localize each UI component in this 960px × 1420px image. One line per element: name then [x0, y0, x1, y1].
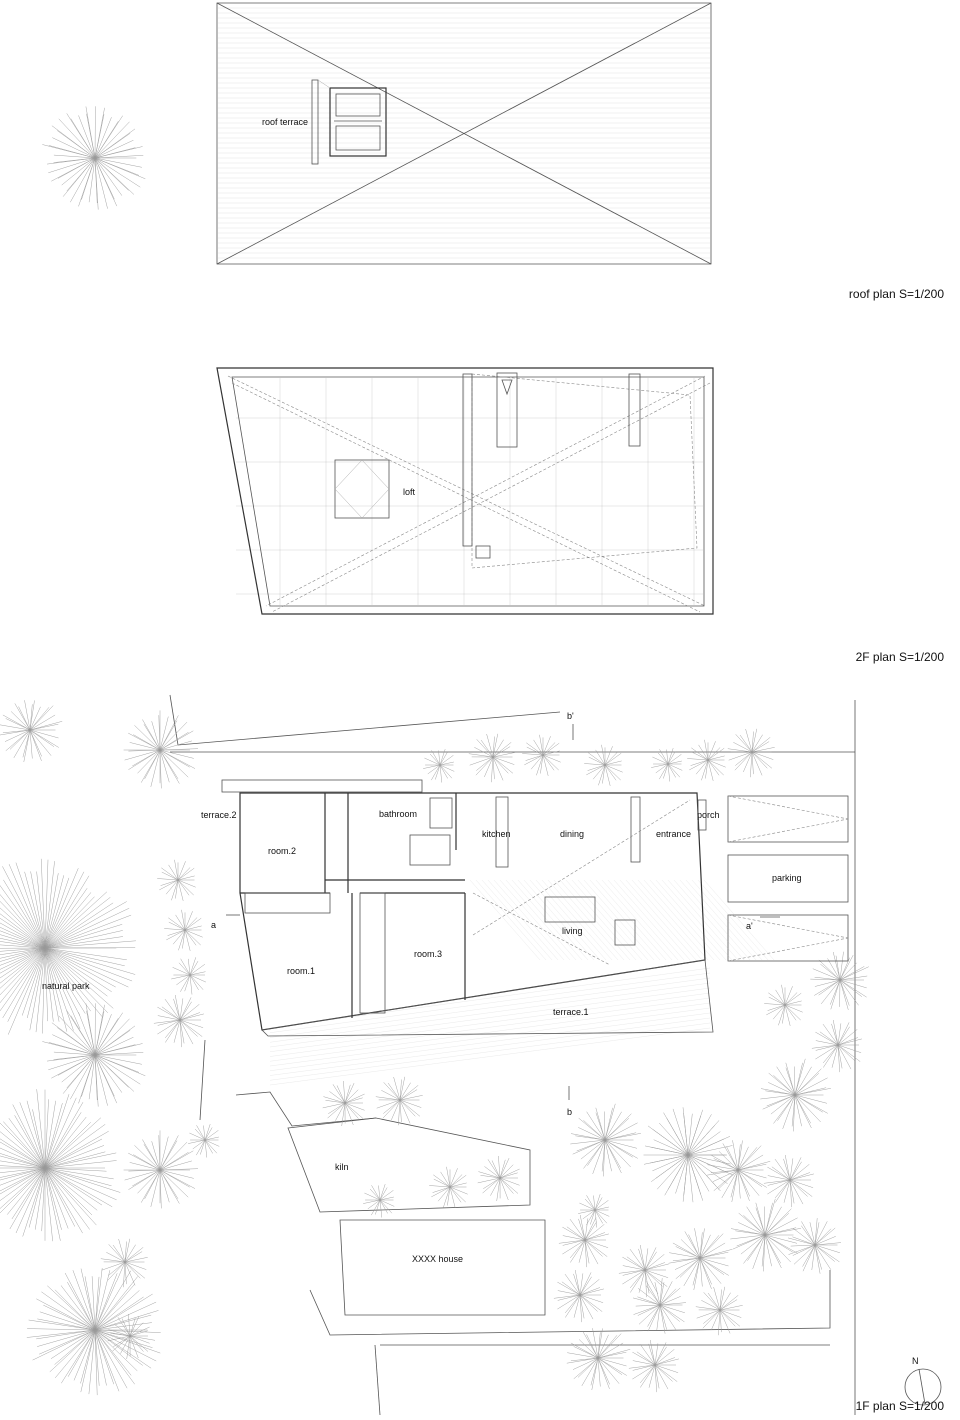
site-boundary [169, 694, 856, 1416]
first-floor-plan: terrace.2 room.2 bathroom kitchen dining… [0, 106, 945, 1416]
living-label: living [562, 926, 583, 936]
loft-grid [236, 378, 703, 605]
north-arrow [904, 1368, 942, 1406]
terrace2-label: terrace.2 [201, 810, 237, 820]
brace-diagonal [265, 375, 706, 607]
house-label: XXXX house [412, 1254, 463, 1264]
roof-hatch [218, 7, 710, 259]
column-void [628, 373, 641, 447]
terrace1-deck [261, 959, 714, 1037]
entrance-label: entrance [656, 829, 691, 839]
kitchen-label: kitchen [482, 829, 511, 839]
second-floor-plan: loft 2F plan S=1/200 [216, 367, 945, 664]
section-mark-a-prime: a' [746, 921, 753, 931]
roof-terrace-opening [311, 79, 387, 165]
section-mark-b: b [567, 1107, 572, 1117]
kiln-label: kiln [335, 1162, 349, 1172]
site-trees [0, 106, 869, 1396]
second-floor-outer-wall [216, 367, 714, 615]
room1-label: room.1 [287, 966, 315, 976]
parking-area [727, 795, 849, 962]
room3-label: room.3 [414, 949, 442, 959]
skylight-hip [334, 459, 390, 519]
brace-diagonal [227, 375, 706, 607]
second-floor-inner-wall [231, 376, 705, 607]
bathroom-label: bathroom [379, 809, 417, 819]
brace-diagonal [231, 382, 701, 613]
roof-ridge-diagonal [216, 2, 712, 265]
roof-plan-caption: roof plan S=1/200 [849, 287, 944, 301]
room2-label: room.2 [268, 846, 296, 856]
loft-edge [462, 373, 473, 547]
second-floor-caption: 2F plan S=1/200 [856, 650, 945, 664]
loft-stair [475, 545, 491, 559]
void-outline [471, 373, 698, 569]
roof-terrace-label: roof terrace [262, 117, 308, 127]
north-arrow-label: N [912, 1356, 919, 1366]
first-floor-caption: 1F plan S=1/200 [856, 1399, 945, 1413]
terrace1-label: terrace.1 [553, 1007, 589, 1017]
loft-label: loft [403, 487, 416, 497]
parking-label: parking [772, 873, 802, 883]
skylight [334, 459, 390, 519]
porch-label: porch [697, 810, 720, 820]
section-marks [226, 724, 780, 1100]
house-building [221, 779, 775, 1086]
natural-park-label: natural park [42, 981, 90, 991]
roof-plan: roof terrace roof plan S=1/200 [216, 2, 944, 301]
section-mark-b-prime: b' [567, 711, 574, 721]
floor-boards [269, 879, 775, 1086]
stair-mark [501, 379, 513, 396]
dining-label: dining [560, 829, 584, 839]
stair-void [496, 372, 518, 448]
section-mark-a: a [211, 920, 216, 930]
brace-diagonal [271, 382, 711, 613]
